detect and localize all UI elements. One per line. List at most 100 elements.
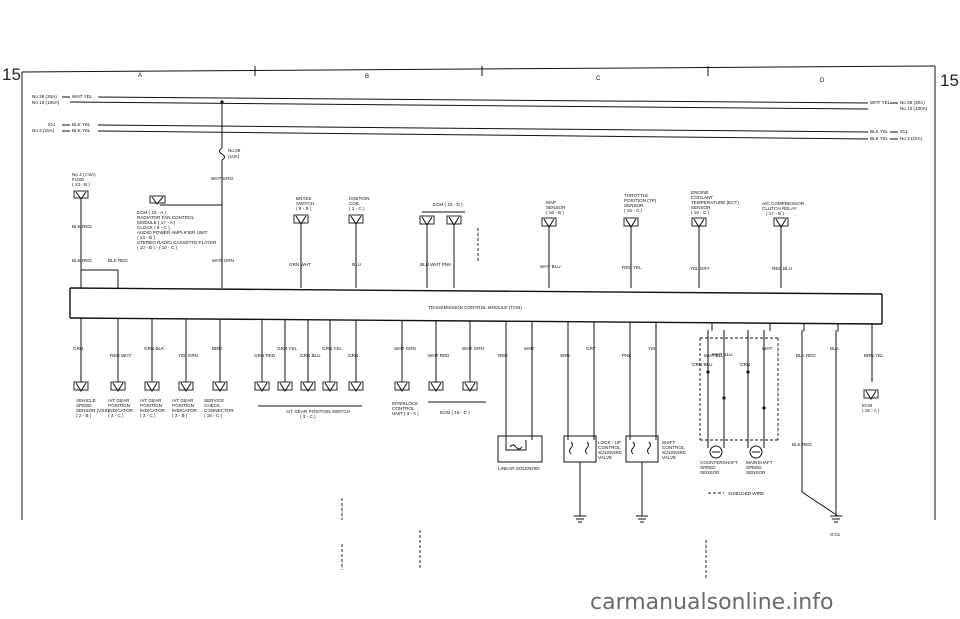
ecm-note-line-5: AUDIO POWER AMPLIFIER UNIT xyxy=(137,230,208,235)
gpi1-label-2: POSITION xyxy=(108,403,130,408)
tcm-output-wire-label: YEL xyxy=(648,346,657,351)
linear-solenoid-label: LINEAR SOLENOID xyxy=(498,466,540,471)
gpi3-label-1: A/T GEAR xyxy=(172,398,194,403)
ignition-coil-label-1: IGNITION xyxy=(349,196,369,201)
shift-label-2: CONTROL xyxy=(662,445,685,450)
ecm-right-label-1: ECM xyxy=(862,403,872,408)
gear-indicator-2-label: A/T GEAR POSITION INDICATOR ( 3 - C ) xyxy=(140,398,166,418)
ac-relay-label-3: ( 17 - B ) xyxy=(766,211,784,216)
ecm-bottom-label: ECM ( 16 - D ) xyxy=(440,410,470,415)
shift-label-4: VALVE xyxy=(662,455,676,460)
mainshaft-label-1: MAINSHAFT xyxy=(746,460,773,465)
zone-label-b: B xyxy=(365,74,369,80)
ecm-note-connector xyxy=(149,195,166,205)
tcm-output-wire-label: WHT BLU xyxy=(704,353,725,358)
brake-switch-label-3: ( 8 - B ) xyxy=(296,206,312,211)
speed-sensor-wire-3: GRN xyxy=(740,362,750,367)
tcm-output-wire-label: BRN YEL xyxy=(864,353,884,358)
interlock-label-3: UNIT ( 3 - A ) xyxy=(392,411,419,416)
fuse-4-label: No 4 (7.5A) xyxy=(72,172,96,177)
scan-marks xyxy=(341,498,707,578)
ignition-coil-label-2: COIL xyxy=(349,201,360,206)
connector xyxy=(428,381,444,391)
ect-sensor-wire: YEL GRY xyxy=(690,266,710,271)
ecm-16d-top-wires: BLU WHT PNK xyxy=(420,262,452,267)
left-wire-4: BLK YEL xyxy=(72,128,91,133)
fuse-4-ref: ( 13 - B ) xyxy=(72,182,90,187)
scc-label-3: CONNECTOR xyxy=(204,408,234,413)
connector-pin xyxy=(302,382,314,392)
tcm-output-wire-label: YEL GRN xyxy=(178,353,198,358)
tcm-output-wire-label: BRN xyxy=(212,346,222,351)
connector xyxy=(144,381,160,391)
tcm-output-wire-label: GRN xyxy=(348,353,358,358)
vss-label-3: SENSOR (VSS) xyxy=(76,408,109,413)
left-wire-1: WHT YEL xyxy=(72,94,93,99)
tcm-output-wire-label: GRY xyxy=(586,346,596,351)
ignition-coil xyxy=(348,214,364,288)
gpi3-label-3: INDICATOR xyxy=(172,408,198,413)
tcm-output-wire-label: RED WHT xyxy=(110,353,132,358)
connector xyxy=(212,381,228,391)
zone-label-c: C xyxy=(596,76,601,82)
gpi2-label-2: POSITION xyxy=(140,403,162,408)
ecm-16d-top xyxy=(419,211,479,288)
right-wire-1: WHT YEL xyxy=(870,100,891,105)
fuse-39-rating: (10A) xyxy=(228,154,240,159)
ect-sensor-label-2: COOLANT xyxy=(691,195,713,200)
tcm-output-wire-label: SRN xyxy=(560,353,570,358)
speed-sensor-wire-2: GRN BLU xyxy=(692,362,712,367)
ecm-note-line-7: STEREO RADIO CASSETTE PLAYER xyxy=(137,240,217,245)
left-wire-3: BLK YEL xyxy=(72,122,91,127)
connector xyxy=(277,381,293,391)
gear-indicator-3-label: A/T GEAR POSITION INDICATOR ( 3 - B ) xyxy=(172,398,198,418)
tcm-input-links xyxy=(81,269,119,288)
gpi1-label-1: A/T GEAR xyxy=(108,398,130,403)
ground-label: G-01 xyxy=(830,532,841,537)
right-fuse-4: No 2 (15A) xyxy=(900,136,923,141)
tcm-input-wire-1: BLK RED xyxy=(72,258,92,263)
lockup-label-2: CONTROL xyxy=(598,445,621,450)
ac-clutch-relay xyxy=(773,217,789,288)
tcm-output-wire-label: PNK xyxy=(622,353,632,358)
connector-pin xyxy=(214,382,226,392)
service-check-label: SERVICE CHECK CONNECTOR ( 16 - C ) xyxy=(204,398,234,418)
connector-pin xyxy=(279,382,291,392)
gpi2-label-3: INDICATOR xyxy=(140,408,166,413)
ect-sensor-label-3: TEMPERATURE (ECT) xyxy=(691,200,739,205)
tcm-output-wire-label: GRN YEL xyxy=(322,346,343,351)
connector xyxy=(462,381,478,391)
speed-sensor-wire-1: WHT BLU xyxy=(712,352,733,357)
ect-sensor-label-5: ( 16 - C ) xyxy=(691,210,710,215)
tcm-output-wire-label: GRN RED xyxy=(254,353,276,358)
tp-sensor xyxy=(623,217,639,288)
left-fuse-4: No 2 (15A) xyxy=(32,128,55,133)
tcm-output-wires: GRN RED WHT GRN BLK YEL GRN BRN GRN RED GRN YE… xyxy=(73,318,884,440)
scc-label-1: SERVICE xyxy=(204,398,224,403)
tp-sensor-label-3: SENSOR xyxy=(624,203,644,208)
map-sensor-label-3: ( 16 - B ) xyxy=(546,210,564,215)
brake-switch-wire: GRN WHT xyxy=(289,262,311,267)
ecm-note: ECM ( 16 - A ) RADIATOR FAN CONTROL MODU… xyxy=(137,210,217,250)
tcm-output-wire-label: RED xyxy=(498,353,508,358)
connector-pin xyxy=(396,382,408,392)
connector-pin xyxy=(430,382,442,392)
gpi2-label-4: ( 3 - C ) xyxy=(140,413,156,418)
switch-label-1: A/T GEAR POSITION SWITCH xyxy=(286,409,350,414)
vss-label-4: ( 2 - B ) xyxy=(76,413,92,418)
interlock-label-1: INTERLOCK xyxy=(392,401,419,406)
connector xyxy=(394,381,410,391)
shift-label-3: SOLENOID xyxy=(662,450,686,455)
ecm-note-line-3: MODULE ( 17 - A ) xyxy=(137,220,176,225)
gpi1-label-3: INDICATOR xyxy=(108,408,134,413)
connector-pin xyxy=(324,382,336,392)
tcm-input-wire-3: WHT GRN xyxy=(212,258,234,263)
tp-sensor-label-1: THROTTLE xyxy=(624,193,648,198)
tcm-output-wire-label: GRN BLK xyxy=(144,346,165,351)
brake-switch-label-1: BRAKE xyxy=(296,196,312,201)
lockup-solenoid xyxy=(563,435,597,463)
ecm-note-line-4: CLOCK ( 8 - C ) xyxy=(137,225,170,230)
fuse-4-connector xyxy=(73,190,89,288)
fuse-39-label: No.39 xyxy=(228,148,241,153)
